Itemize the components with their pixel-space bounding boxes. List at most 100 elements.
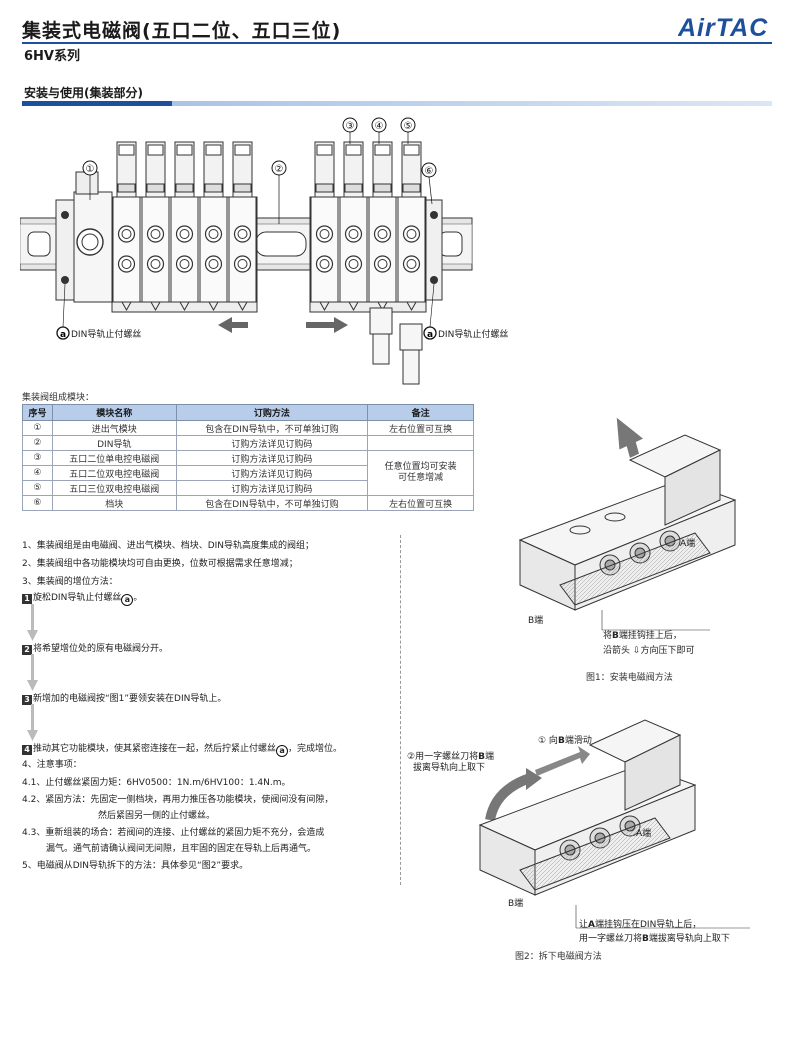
solenoid-valve <box>397 141 426 312</box>
table-cell: 包含在DIN导轨中，不可单独订购 <box>175 495 369 511</box>
table-cell: ② <box>22 435 53 451</box>
fig2-step2-line1: ②用一字螺丝刀将B端 <box>407 752 494 762</box>
title-rule <box>22 42 772 44</box>
svg-text:a: a <box>60 330 66 340</box>
table-header-row: 序号 模块名称 订购方法 备注 <box>22 404 474 421</box>
curved-arrow-icon <box>485 773 532 822</box>
solenoid-valve <box>368 141 397 312</box>
instruction-line: 4.3、重新组装的场合：若阀间的连接、止付螺丝的紧固力矩不充分，会造成 <box>22 828 325 838</box>
step-number: 4 <box>22 745 32 755</box>
table-cell <box>367 435 474 451</box>
figure-1-install-diagram <box>518 417 737 631</box>
solenoid-valve <box>112 141 141 312</box>
table-row: ⑥ 档块 包含在DIN导轨中，不可单独订购 左右位置可互换 <box>22 495 474 511</box>
instruction-line: 4、注意事项： <box>22 760 82 770</box>
instruction-line: 5、电磁阀从DIN导轨拆下的方法：具体参见“图2”要求。 <box>22 861 249 871</box>
table-cell: ⑤ <box>22 480 53 496</box>
table-cell: 进出气模块 <box>51 420 177 436</box>
screw-marker: a <box>121 594 134 606</box>
fig2-a-end-label: A端 <box>636 829 652 839</box>
down-arrow-icon <box>27 704 38 741</box>
solenoid-valve <box>310 141 339 312</box>
fig2-b-end-label: B端 <box>508 899 524 909</box>
section-title: 安装与使用(集装部分) <box>24 86 143 100</box>
figure-1-caption: 图1：安装电磁阀方法 <box>586 673 673 683</box>
svg-text:DIN导轨止付螺丝: DIN导轨止付螺丝 <box>438 328 508 340</box>
col-header: 备注 <box>367 404 474 421</box>
table-cell: 订购方法详见订购码 <box>175 480 369 496</box>
table-cell: ① <box>22 420 53 436</box>
table-row: ⑤ 五口三位双电控电磁阀 订购方法详见订购码 <box>22 480 474 496</box>
screw-label-left: a DIN导轨止付螺丝 <box>56 283 141 340</box>
step-text: 旋松DIN导轨止付螺丝 <box>33 593 122 603</box>
down-arrow-icon <box>27 604 38 641</box>
table-cell: ④ <box>22 465 53 481</box>
move-arrows <box>218 317 348 333</box>
valve-units <box>112 141 426 312</box>
solenoid-valve <box>339 141 368 312</box>
down-arrow-icon <box>27 654 38 691</box>
detached-valve <box>369 307 423 385</box>
end-block-right <box>425 199 443 301</box>
fig1-a-end-label: A端 <box>680 539 696 549</box>
figure-2-remove-diagram <box>478 719 750 929</box>
solenoid-valve <box>228 141 257 312</box>
table-cell: 订购方法详见订购码 <box>175 450 369 466</box>
instruction-line: 3、集装阀的增位方法： <box>22 577 118 587</box>
step-text: 推动其它功能模块，使其紧密连接在一起，然后拧紧止付螺丝 <box>33 744 277 754</box>
airtac-logo: AirTAC <box>678 14 767 40</box>
fig2-note-line2: 用一字螺丝刀将B端拔离导轨向上取下 <box>579 934 730 944</box>
fig1-note-line2: 沿箭头 ⇩方向压下即可 <box>603 646 695 656</box>
svg-text:⑤: ⑤ <box>404 121 413 132</box>
table-cell: DIN导轨 <box>51 435 177 451</box>
series-label: 6HV系列 <box>24 49 80 64</box>
table-cell: 档块 <box>51 495 177 511</box>
svg-text:③: ③ <box>346 121 355 132</box>
table-row: ① 进出气模块 包含在DIN导轨中，不可单独订购 左右位置可互换 <box>22 420 474 436</box>
fig1-b-end-label: B端 <box>528 616 544 626</box>
step-text: ，完成增位。 <box>288 744 343 754</box>
slide-arrow-icon <box>535 746 590 776</box>
svg-text:DIN导轨止付螺丝: DIN导轨止付螺丝 <box>71 328 141 340</box>
solenoid-valve <box>199 141 228 312</box>
fig1-note-line1: 将B端挂钩挂上后， <box>603 631 682 641</box>
col-header: 序号 <box>22 404 53 421</box>
table-cell: 订购方法详见订购码 <box>175 435 369 451</box>
manifold-assembly-diagram: ① ② ③ ④ ⑤ ⑥ a DIN导轨止付螺丝 a DIN导轨止付螺丝 <box>20 117 508 385</box>
table-cell: ③ <box>22 450 53 466</box>
svg-text:④: ④ <box>375 121 384 132</box>
step-text: 将希望增位处的原有电磁阀分开。 <box>33 644 169 654</box>
table-cell: 包含在DIN导轨中，不可单独订购 <box>175 420 369 436</box>
table-cell: 订购方法详见订购码 <box>175 465 369 481</box>
section-bar <box>22 101 772 106</box>
table-row: ② DIN导轨 订购方法详见订购码 <box>22 435 474 451</box>
fig2-note-line1: 让A端挂钩压在DIN导轨上后， <box>579 920 702 930</box>
table-cell: 五口三位双电控电磁阀 <box>51 480 177 496</box>
fig2-step2-line2: 拔离导轨向上取下 <box>413 763 486 773</box>
down-arrow-icon: ⇩ <box>632 646 641 656</box>
table-cell-merged: 任意位置均可安装 可任意增减 <box>367 450 474 496</box>
instruction-line: 然后紧固另一侧的止付螺丝。 <box>98 811 216 821</box>
step-number: 3 <box>22 695 32 705</box>
col-header: 模块名称 <box>51 404 177 421</box>
screw-label-right: a DIN导轨止付螺丝 <box>423 283 508 340</box>
instruction-line: 1、集装阀组是由电磁阀、进出气模块、档块、DIN导轨高度集成的阀组； <box>22 541 315 551</box>
instruction-line: 2、集装阀组中各功能模块均可自由更换，位数可根据需求任意增减； <box>22 559 298 569</box>
callout-markers: ① ② ③ ④ ⑤ ⑥ <box>82 117 437 224</box>
step-number: 2 <box>22 645 32 655</box>
step-text: 新增加的电磁阀按“图1”要领安装在DIN导轨上。 <box>33 694 227 704</box>
inlet-outlet-module <box>55 171 113 303</box>
table-cell: ⑥ <box>22 495 53 511</box>
valve-body <box>518 434 737 611</box>
table-caption: 集装阀组成模块： <box>22 393 95 403</box>
fig2-step1-label: ① 向B端滑动 <box>538 736 592 746</box>
solenoid-valve <box>170 141 199 312</box>
table-cell: 五口二位双电控电磁阀 <box>51 465 177 481</box>
svg-text:⑥: ⑥ <box>425 166 434 177</box>
instruction-line: 4.2、紧固方法：先固定一侧档块，再用力推压各功能模块，使阀间没有间隙， <box>22 795 334 805</box>
svg-text:②: ② <box>275 164 284 175</box>
instruction-line: 漏气。通气前请确认阀间无间隙，且牢固的固定在导轨上后再通气。 <box>46 844 317 854</box>
